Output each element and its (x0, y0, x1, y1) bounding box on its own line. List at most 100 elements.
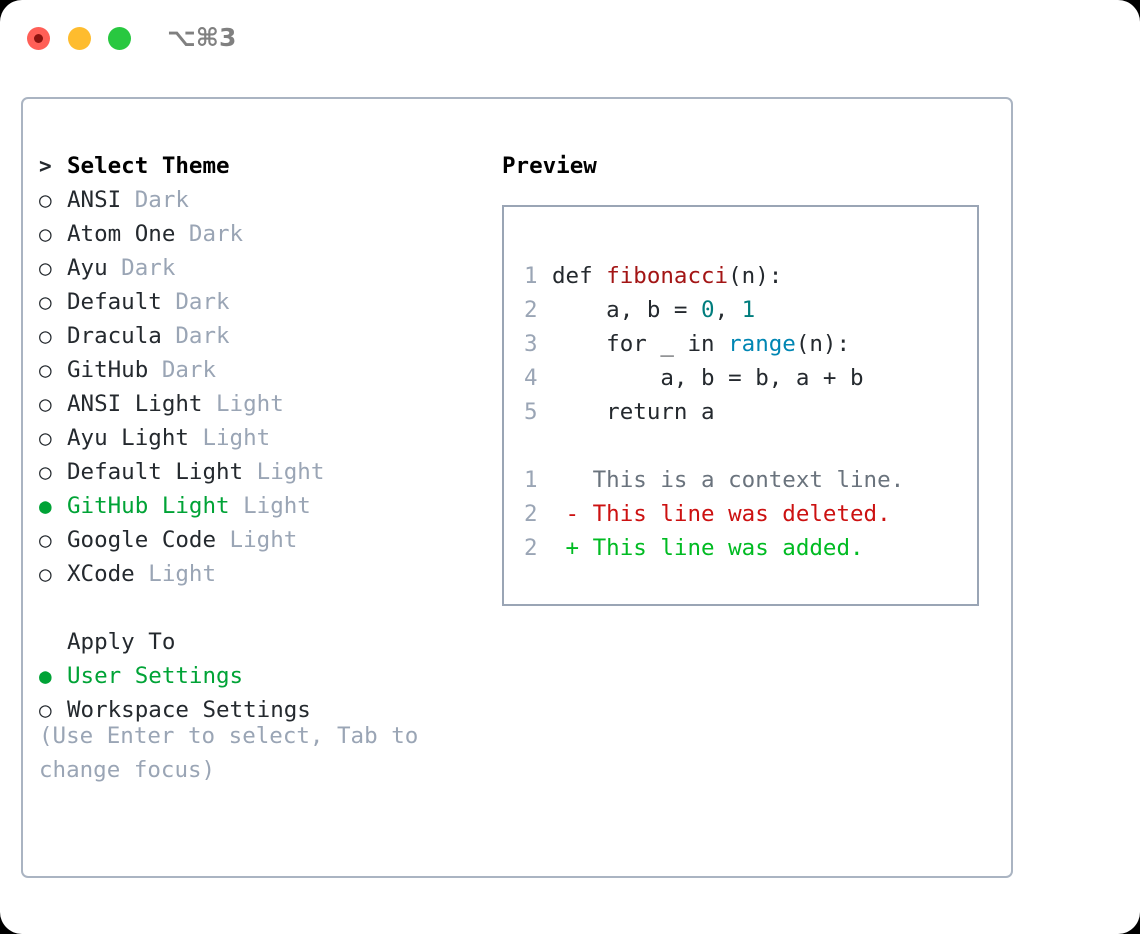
theme-picker-column: >Select Theme ○ANSI Dark○Atom One Dark○A… (39, 149, 479, 727)
keyboard-shortcut-label: ⌥⌘3 (167, 23, 237, 52)
apply-to-heading: Apply To (67, 629, 176, 655)
code-diff-spacer (524, 429, 977, 463)
radio-unselected-icon: ○ (39, 698, 52, 722)
theme-list-item[interactable]: ○ Atom One Dark (39, 217, 479, 251)
theme-picker-heading: > Select Theme (39, 149, 479, 183)
diff-line-text: + This line was added. (552, 535, 864, 561)
code-token-plain: a, b = b, a + b (552, 365, 864, 391)
code-token-fn: fibonacci (606, 263, 729, 289)
theme-variant-tag: Light (134, 561, 217, 587)
apply-to-label: Workspace Settings (67, 697, 311, 723)
theme-list-item[interactable]: ○ XCode Light (39, 557, 479, 591)
code-token-plain: , (714, 297, 742, 323)
theme-name-label: Google Code (67, 527, 217, 553)
theme-variant-tag: Dark (148, 357, 217, 383)
apply-to-label: User Settings (67, 663, 244, 689)
code-token-builtin: range (728, 331, 796, 357)
theme-list-item[interactable]: ○Default Light Light (39, 455, 479, 489)
code-line: 5 return a (524, 395, 977, 429)
diff-line: 2 + This line was added. (524, 531, 977, 565)
theme-variant-tag: Light (229, 493, 311, 519)
theme-variant-tag: Dark (121, 187, 189, 213)
theme-list-item[interactable]: ○ Ayu Light Light (39, 421, 479, 455)
theme-variant-tag: Light (202, 391, 284, 417)
title-bar: ⌥⌘3 (0, 0, 1140, 78)
code-line-number: 1 (524, 263, 538, 289)
code-token-plain: (n): (728, 263, 783, 289)
preview-title: Preview (502, 153, 597, 179)
theme-variant-tag: Light (243, 459, 325, 485)
theme-list-item[interactable]: ○Ayu Dark (39, 251, 479, 285)
diff-line-text: - This line was deleted. (552, 501, 891, 527)
radio-unselected-icon: ○ (39, 426, 52, 450)
code-token-plain: return a (552, 399, 715, 425)
radio-unselected-icon: ○ (39, 392, 52, 416)
theme-name-label: Default (67, 289, 162, 315)
theme-name-label: ANSI Light (67, 391, 203, 417)
code-token-num: 0 (701, 297, 715, 323)
theme-list-item[interactable]: ○ Dracula Dark (39, 319, 479, 353)
list-spacer (39, 591, 479, 625)
main-panel: >Select Theme ○ANSI Dark○Atom One Dark○A… (21, 97, 1013, 878)
theme-list-item[interactable]: ○ Google Code Light (39, 523, 479, 557)
diff-line: 1 This is a context line. (524, 463, 977, 497)
theme-variant-tag: Light (188, 425, 271, 451)
prompt-caret-icon: > (39, 154, 52, 178)
theme-name-label: XCode (67, 561, 135, 587)
theme-name-label: Dracula (67, 323, 162, 349)
code-token-plain: a, b = (552, 297, 702, 323)
minimize-window-button[interactable] (68, 27, 91, 50)
theme-list-item[interactable]: ○ ANSI Light Light (39, 387, 479, 421)
theme-variant-tag: Light (216, 527, 298, 553)
theme-list: ○ANSI Dark○Atom One Dark○Ayu Dark○Defaul… (39, 183, 479, 591)
code-line-number: 2 (524, 297, 538, 323)
code-line-number: 4 (524, 365, 538, 391)
theme-list-item[interactable]: ○ ANSI Dark (39, 183, 479, 217)
theme-list-item[interactable]: ●GitHub Light Light (39, 489, 479, 523)
keyboard-hint-text: (Use Enter to select, Tab to change focu… (39, 723, 419, 783)
code-token-num: 1 (741, 297, 756, 323)
apply-to-item[interactable]: ● User Settings (39, 659, 479, 693)
apply-to-item[interactable]: ○ Workspace Settings (39, 693, 479, 727)
code-line-number: 5 (524, 399, 538, 425)
code-token-plain: def (552, 263, 607, 289)
radio-unselected-icon: ○ (39, 460, 52, 484)
code-line-number: 3 (524, 331, 538, 357)
diff-line-number: 1 (524, 467, 538, 493)
radio-selected-icon: ● (39, 664, 52, 688)
theme-list-item[interactable]: ○ GitHub Dark (39, 353, 479, 387)
theme-variant-tag: Dark (161, 289, 230, 315)
diff-sample: 1 This is a context line.2 - This line w… (524, 463, 977, 565)
radio-unselected-icon: ○ (39, 324, 52, 348)
theme-variant-tag: Dark (107, 255, 176, 281)
theme-variant-tag: Dark (161, 323, 230, 349)
code-line: 4 a, b = b, a + b (524, 361, 977, 395)
theme-list-item[interactable]: ○ Default Dark (39, 285, 479, 319)
radio-unselected-icon: ○ (39, 358, 52, 382)
diff-line: 2 - This line was deleted. (524, 497, 977, 531)
theme-name-label: Ayu Light (67, 425, 189, 451)
radio-unselected-icon: ○ (39, 290, 52, 314)
radio-unselected-icon: ○ (39, 528, 52, 552)
radio-unselected-icon: ○ (39, 188, 52, 212)
diff-line-number: 2 (524, 535, 538, 561)
theme-variant-tag: Dark (175, 221, 244, 247)
radio-unselected-icon: ○ (39, 222, 52, 246)
code-token-plain: (n): (795, 331, 851, 357)
code-line: 1 def fibonacci(n): (524, 259, 977, 293)
radio-unselected-icon: ○ (39, 562, 52, 586)
theme-name-label: ANSI (67, 187, 122, 213)
theme-name-label: GitHub (67, 357, 149, 383)
close-window-button[interactable] (27, 27, 50, 50)
diff-line-text: This is a context line. (552, 467, 905, 493)
maximize-window-button[interactable] (108, 27, 131, 50)
code-token-plain: for _ in (552, 331, 729, 357)
theme-picker-heading-label: Select Theme (67, 153, 230, 179)
theme-name-label: GitHub Light (67, 493, 230, 519)
code-line: 3 for _ in range(n): (524, 327, 977, 361)
theme-name-label: Atom One (67, 221, 176, 247)
theme-name-label: Ayu (67, 255, 108, 281)
